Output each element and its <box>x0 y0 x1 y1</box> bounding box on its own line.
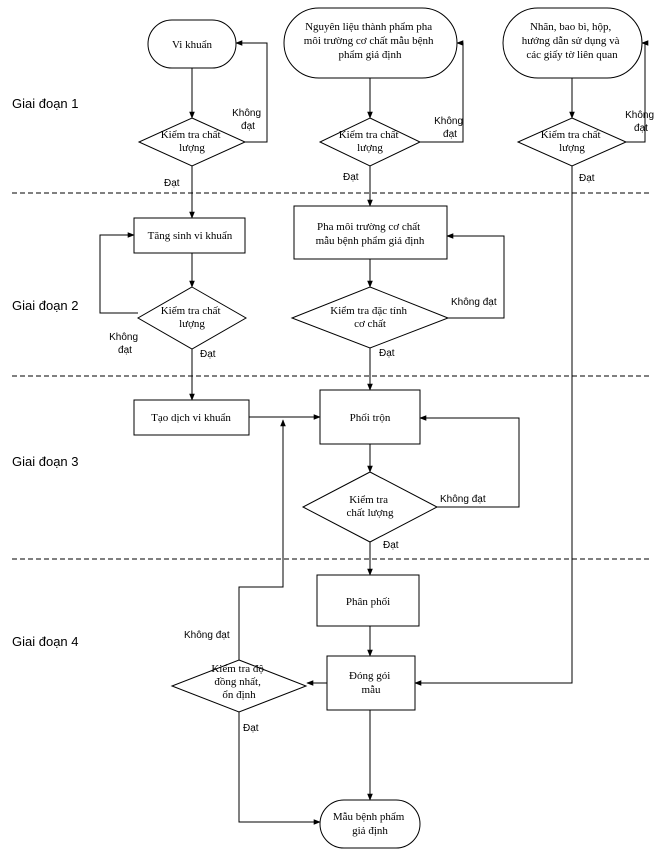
label-kt1-mid-pass: Đạt <box>343 172 359 183</box>
process-pha-moi-truong-label: Pha môi trường cơ chất mẫu bệnh phẩm giả… <box>316 221 425 247</box>
stage-label-4: Giai đoạn 4 <box>12 634 79 649</box>
decision-kt1-right <box>516 117 628 167</box>
label-ktdongnhat-pass: Đạt <box>243 723 259 734</box>
edge-kt1-right-pass <box>414 166 573 686</box>
stage-label-2: Giai đoạn 2 <box>12 298 79 313</box>
process-tao-dich-label: Tạo dịch vi khuẩn <box>151 412 231 424</box>
decision-kt-dong-nhat-label: Kiểm tra độ đồng nhất, ổn định <box>211 663 266 701</box>
decision-kt-dac-tinh <box>290 286 450 349</box>
decision-kt1-left <box>137 117 247 167</box>
decision-kt1-right-label: Kiểm tra chất lượng <box>541 129 604 154</box>
label-kt3-pass: Đạt <box>383 540 399 551</box>
node-mau-benh-pham <box>319 799 421 849</box>
label-kt1-right-fail: Không đạt <box>625 110 657 134</box>
process-phan-phoi <box>316 574 420 627</box>
decision-kt2-left-label: Kiểm tra chất lượng <box>161 305 224 330</box>
node-nguyen-lieu-label: Nguyên liệu thành phẩm pha môi trường cơ… <box>304 21 436 61</box>
node-mau-benh-pham-label: Mẫu bệnh phẩm giả định <box>333 811 407 837</box>
decision-kt2-left <box>136 286 248 350</box>
process-tao-dich <box>133 399 250 436</box>
process-dong-goi <box>326 655 416 711</box>
process-pha-moi-truong <box>293 205 448 260</box>
node-nhan-bao-bi <box>502 7 643 79</box>
label-ktdactinh-fail: Không đạt <box>451 297 497 308</box>
process-tang-sinh-label: Tăng sinh vi khuẩn <box>148 230 233 242</box>
process-phoi-tron-label: Phối trộn <box>350 412 391 424</box>
label-kt3-fail: Không đạt <box>440 494 486 505</box>
label-kt2-left-fail: Không đạt <box>109 332 141 356</box>
edge-ktdactinh-fail <box>434 233 505 319</box>
edge-kt1-right-fail <box>626 40 649 143</box>
node-vi-khuan-label: Vi khuẩn <box>172 39 212 51</box>
edge-kt3-fail <box>419 415 520 508</box>
edge-ktdongnhat-fail <box>238 419 286 664</box>
edge-kt1-left-fail <box>235 40 268 143</box>
edge-ktdongnhat-pass <box>238 708 321 825</box>
decision-kt-dac-tinh-label: Kiểm tra đặc tính cơ chất <box>330 305 409 330</box>
node-nguyen-lieu <box>283 7 458 79</box>
label-kt1-left-pass: Đạt <box>164 178 180 189</box>
label-kt1-right-pass: Đạt <box>579 173 595 184</box>
decision-kt3 <box>301 471 439 543</box>
stage-label-3: Giai đoạn 3 <box>12 454 79 469</box>
process-phan-phoi-label: Phân phối <box>346 596 390 608</box>
label-kt1-mid-fail: Không đạt <box>434 116 466 140</box>
decision-kt1-mid <box>318 117 422 167</box>
decision-kt3-label: Kiểm tra chất lượng <box>347 494 394 519</box>
label-ktdactinh-pass: Đạt <box>379 348 395 359</box>
label-kt2-left-pass: Đạt <box>200 349 216 360</box>
decision-kt1-mid-label: Kiểm tra chất lượng <box>339 129 402 154</box>
label-kt1-left-fail: Không đạt <box>232 108 264 132</box>
process-phoi-tron <box>319 389 421 445</box>
decision-kt-dong-nhat <box>170 659 308 713</box>
node-vi-khuan <box>147 19 237 69</box>
node-nhan-bao-bi-label: Nhãn, bao bì, hộp, hướng dẫn sử dụng và … <box>522 21 623 61</box>
edge-kt1-mid-fail <box>420 40 464 143</box>
process-dong-goi-label: Đóng gói mẫu <box>349 670 393 696</box>
process-tang-sinh <box>133 217 246 254</box>
stage-label-1: Giai đoạn 1 <box>12 96 79 111</box>
decision-kt1-left-label: Kiểm tra chất lượng <box>161 129 224 154</box>
label-ktdongnhat-fail: Không đạt <box>184 630 230 641</box>
edge-kt2-left-fail <box>99 232 138 314</box>
